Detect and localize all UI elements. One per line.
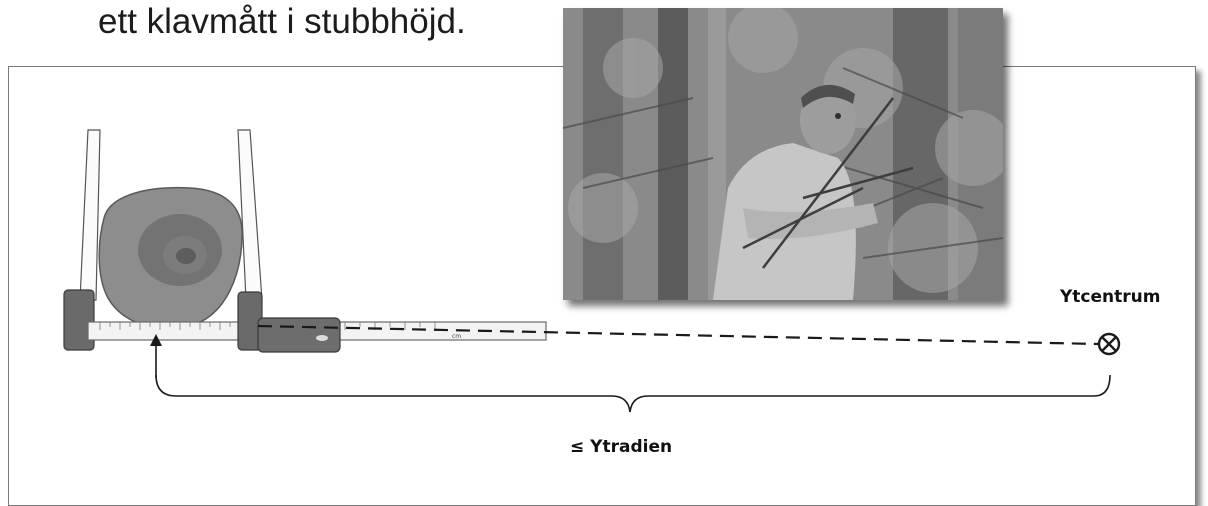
arrow-up-icon (150, 334, 162, 378)
caliper-unit-label: cm (452, 333, 461, 340)
forest-worker-photo (563, 8, 1003, 300)
radius-brace (155, 374, 1111, 413)
measurement-dashed-line (257, 324, 1099, 346)
radius-label: ≤ Ytradien (570, 437, 672, 457)
stump-cross-section-icon (98, 186, 243, 329)
caption-text: ett klavmått i stubbhöjd. (98, 2, 466, 41)
caliper-icon: cm (63, 129, 547, 353)
center-label: Ytcentrum (1059, 287, 1160, 307)
circled-times-icon (1097, 332, 1121, 356)
